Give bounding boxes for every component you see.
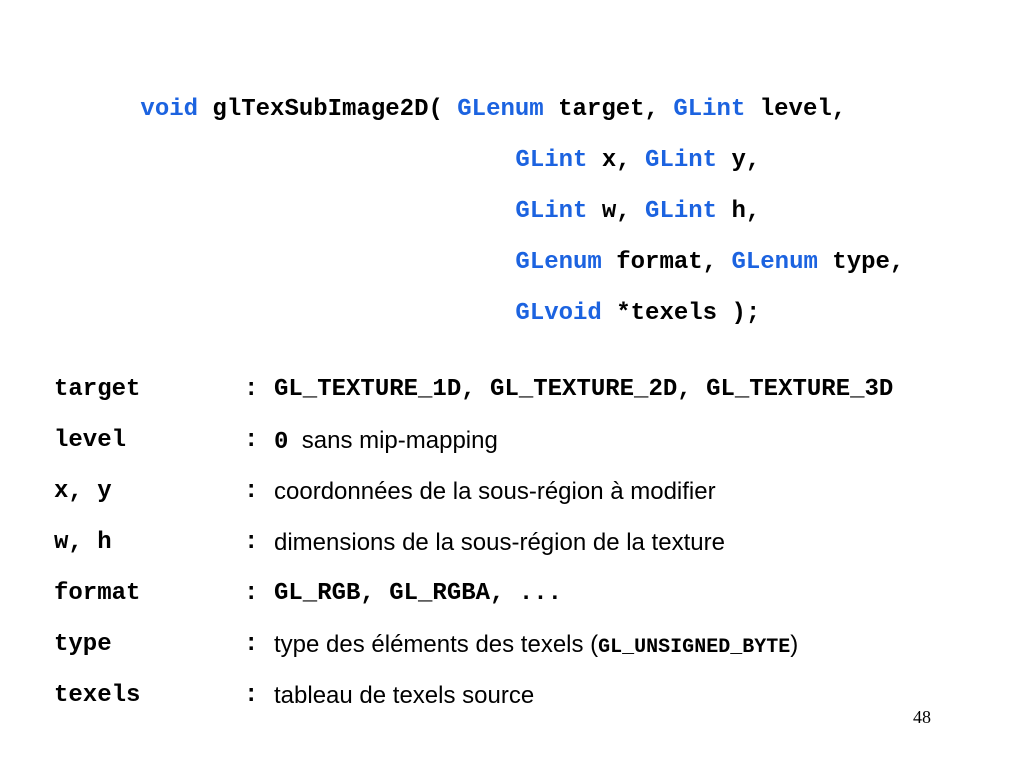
param-colon: : bbox=[244, 682, 259, 709]
param-type: GLenum bbox=[731, 249, 818, 276]
signature-line-1: void glTexSubImage2D( GLenum target, GLi… bbox=[54, 68, 846, 152]
signature-line-4: GLenum format, GLenum type, bbox=[429, 221, 904, 305]
signature-line-3: GLint w, GLint h, bbox=[429, 170, 760, 254]
param-type: GLint bbox=[645, 198, 718, 225]
param-term: texels bbox=[54, 682, 141, 709]
param-type: GLint bbox=[645, 147, 718, 174]
param-name: *texels ); bbox=[601, 300, 761, 327]
param-desc-text: type des éléments des texels ( bbox=[274, 631, 599, 658]
param-desc-text: sans mip-mapping bbox=[288, 427, 498, 454]
param-desc-text: tableau de texels source bbox=[274, 682, 535, 709]
param-colon: : bbox=[244, 427, 259, 454]
param-desc-text: ) bbox=[790, 631, 799, 658]
function-name: glTexSubImage2D( bbox=[198, 96, 458, 123]
param-type: GLint bbox=[515, 198, 588, 225]
param-term: w, h bbox=[54, 529, 112, 556]
param-colon: : bbox=[244, 580, 259, 607]
param-term: target bbox=[54, 376, 141, 403]
param-term: type bbox=[54, 631, 112, 658]
param-desc-code: GL_RGB, GL_RGBA, ... bbox=[274, 580, 563, 607]
param-desc: GL_TEXTURE_1D, GL_TEXTURE_2D, GL_TEXTURE… bbox=[274, 376, 893, 405]
param-colon: : bbox=[244, 631, 259, 658]
param-name: w, bbox=[587, 198, 646, 225]
param-type: GLenum bbox=[515, 249, 602, 276]
signature-line-5: GLvoid *texels ); bbox=[429, 272, 760, 356]
param-name: y, bbox=[717, 147, 761, 174]
param-type: GLvoid bbox=[515, 300, 602, 327]
param-name: x, bbox=[587, 147, 646, 174]
param-name: h, bbox=[717, 198, 761, 225]
param-desc-text: dimensions de la sous-région de la textu… bbox=[274, 529, 725, 556]
param-name: type, bbox=[817, 249, 905, 276]
param-desc-code: 0 bbox=[274, 429, 289, 456]
param-desc: 0 sans mip-mapping bbox=[274, 427, 498, 458]
param-term: level bbox=[54, 427, 127, 454]
param-name: level, bbox=[745, 96, 847, 123]
param-colon: : bbox=[244, 478, 259, 505]
param-type: GLint bbox=[673, 96, 746, 123]
signature-line-2: GLint x, GLint y, bbox=[429, 119, 760, 203]
param-colon: : bbox=[244, 529, 259, 556]
param-name: target, bbox=[543, 96, 674, 123]
return-type: void bbox=[140, 96, 199, 123]
param-type: GLenum bbox=[457, 96, 544, 123]
param-desc-text: coordonnées de la sous-région à modifier bbox=[274, 478, 716, 505]
page-number: 48 bbox=[913, 707, 931, 727]
param-desc-code: GL_UNSIGNED_BYTE bbox=[598, 636, 791, 659]
param-term: x, y bbox=[54, 478, 112, 505]
param-colon: : bbox=[244, 376, 259, 403]
param-type: GLint bbox=[515, 147, 588, 174]
param-desc: type des éléments des texels (GL_UNSIGNE… bbox=[274, 631, 798, 662]
param-term: format bbox=[54, 580, 141, 607]
param-name: format, bbox=[601, 249, 732, 276]
param-desc-code: GL_TEXTURE_1D, GL_TEXTURE_2D, GL_TEXTURE… bbox=[274, 376, 894, 403]
